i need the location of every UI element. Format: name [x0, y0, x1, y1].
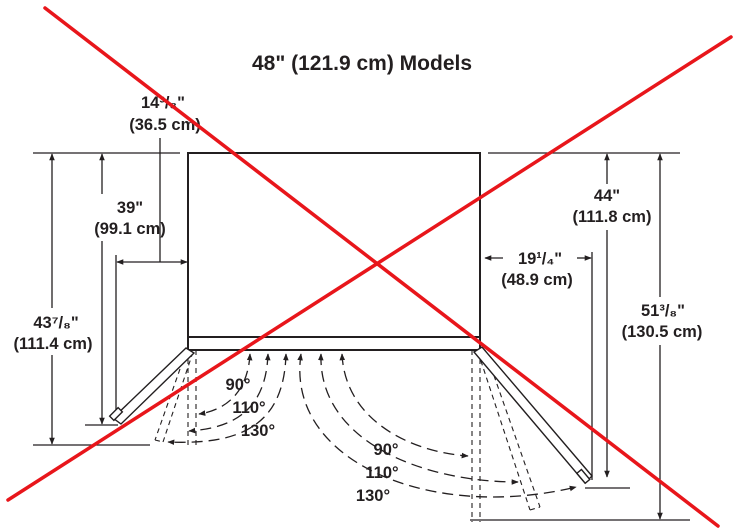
- right-outer-metric-label: (130.5 cm): [622, 323, 703, 341]
- door-strip: [187, 336, 481, 351]
- right-swing-arc-130: [297, 353, 577, 498]
- left-angle-90-label: 90°: [226, 376, 251, 394]
- right-inner-metric-label: (111.8 cm): [573, 208, 652, 226]
- left-inner-imperial-label: 39": [117, 199, 143, 217]
- red-cross-line-b: [6, 35, 733, 502]
- left-offset-metric-label: (36.5 cm): [129, 116, 201, 134]
- left-outer-imperial-label: 43⁷/₈": [33, 314, 78, 332]
- right-swing-arc-110: [317, 353, 519, 485]
- left-inner-metric-label: (99.1 cm): [94, 220, 166, 238]
- left-door-110-end: [154, 439, 164, 443]
- left-swing-arc-130: [167, 353, 289, 446]
- right-angle-90-label: 90°: [374, 441, 399, 459]
- right-door-handle: [575, 468, 591, 485]
- right-inner-imperial-label: 44": [594, 187, 620, 205]
- right-angle-130-label: 130°: [356, 487, 390, 505]
- left-door-open: [111, 347, 196, 425]
- right-angle-110-label: 110°: [365, 464, 398, 482]
- left-outer-metric-label: (111.4 cm): [14, 335, 93, 353]
- right-offset-imperial-label: 19¹/₄": [518, 250, 562, 268]
- left-angle-130-label: 130°: [241, 422, 275, 440]
- red-cross-line-a: [43, 6, 720, 528]
- left-door-handle: [108, 406, 124, 422]
- right-offset-metric-label: (48.9 cm): [501, 271, 573, 289]
- left-angle-110-label: 110°: [232, 399, 265, 417]
- right-outer-imperial-label: 51³/₈": [641, 302, 685, 320]
- right-swing-arc-90: [339, 353, 469, 459]
- right-door-110-end: [529, 506, 541, 511]
- diagram-title: 48" (121.9 cm) Models: [252, 52, 472, 75]
